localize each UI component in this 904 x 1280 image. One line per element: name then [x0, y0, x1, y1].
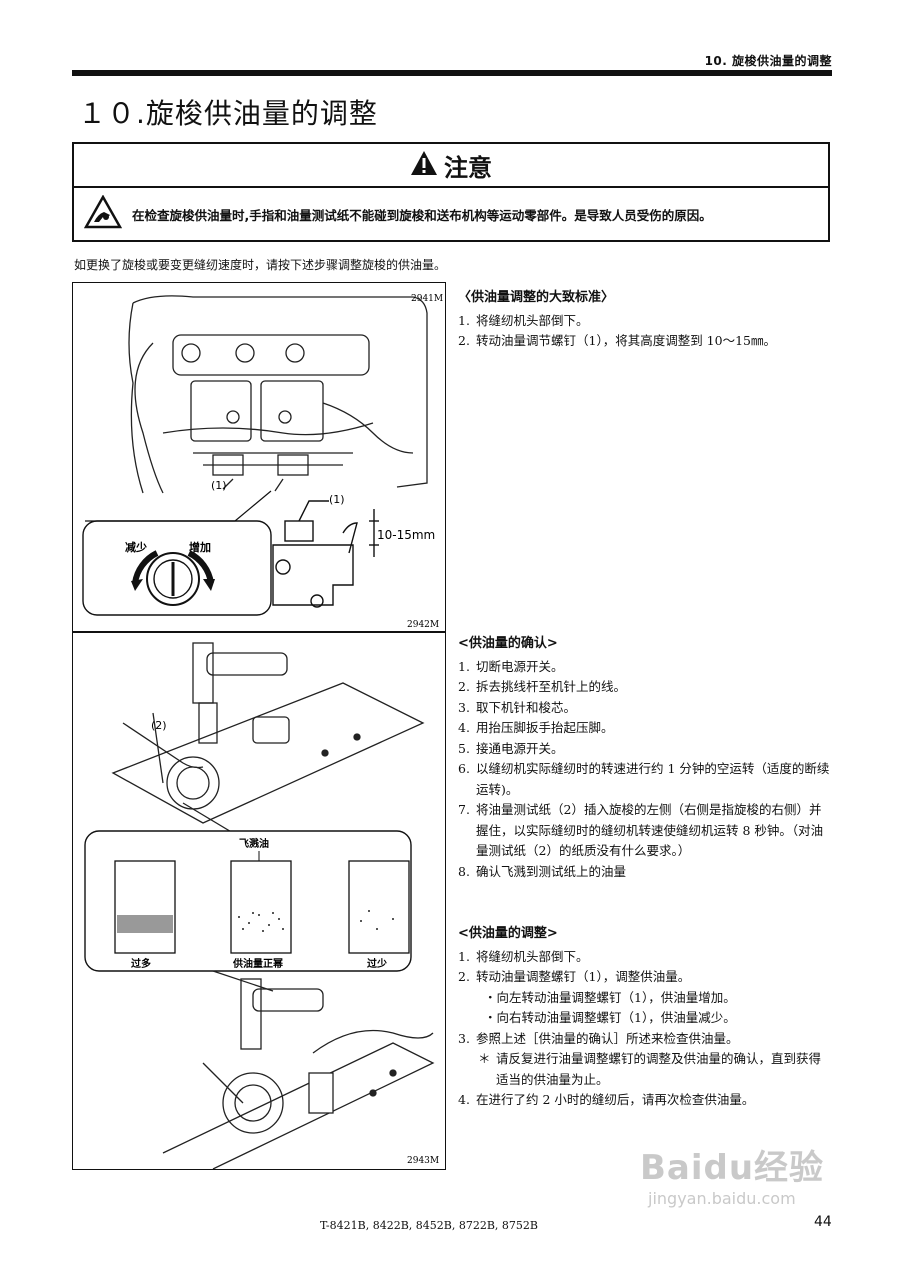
- section2-heading: <供油量的确认>: [458, 636, 558, 651]
- intro-text: 如更换了旋梭或要变更缝纫速度时，请按下述步骤调整旋梭的供油量。: [74, 258, 447, 272]
- caution-text: 在检查旋梭供油量时,手指和油量测试纸不能碰到旋梭和送布机构等运动零部件。是导致人…: [132, 207, 712, 223]
- sample-label-too-much: 过多: [131, 957, 151, 970]
- page-number: 44: [814, 1214, 832, 1230]
- list-item: 2.转动油量调节螺钉（1），将其高度调整到 10～15㎜。: [458, 333, 776, 348]
- section-oil-check: <供油量的确认> 1.切断电源开关。 2.拆去挑线杆至机针上的线。 3.取下机针…: [458, 634, 832, 882]
- test-paper-normal: [230, 860, 292, 954]
- caution-body: 在检查旋梭供油量时,手指和油量测试纸不能碰到旋梭和送布机构等运动零部件。是导致人…: [83, 192, 818, 236]
- list-item: 1.将缝纫机头部倒下。: [458, 948, 589, 964]
- figure-oil-test: (2) 飞溅油 过多 供油量正幂 过少: [72, 632, 446, 1170]
- list-item: 1.将缝纫机头部倒下。: [458, 312, 589, 328]
- dimension-label: 10-15mm: [377, 528, 435, 542]
- callout-1-top: (1): [211, 479, 227, 492]
- callout-2: (2): [151, 719, 167, 732]
- section-oil-standard: 〈供油量调整的大致标准〉 1.将缝纫机头部倒下。 2.转动油量调节螺钉（1），将…: [458, 288, 838, 352]
- test-paper-too-much: [114, 860, 176, 954]
- list-item: 2.转动油量调整螺钉（1），调整供油量。: [458, 969, 691, 984]
- list-item: 8.确认飞溅到测试纸上的油量: [458, 863, 627, 879]
- watermark-url: jingyan.baidu.com: [648, 1189, 796, 1208]
- list-item: 6.以缝纫机实际缝纫时的转速进行约 1 分钟的空运转（适度的断续运转)。: [458, 761, 830, 797]
- sample-label-normal: 供油量正幂: [232, 957, 284, 970]
- repeat-note: ＊请反复进行油量调整螺钉的调整及供油量的确认，直到获得适当的供油量为止。: [478, 1051, 822, 1087]
- caution-header: 注意: [74, 144, 828, 188]
- model-numbers: T-8421B, 8422B, 8452B, 8722B, 8752B: [320, 1219, 538, 1232]
- figure1-code-bottom: 2942M: [407, 620, 439, 630]
- running-title: 10. 旋梭供油量的调整: [704, 54, 832, 68]
- figure1-code-top: 2941M: [411, 294, 443, 304]
- list-item: 5.接通电源开关。: [458, 740, 564, 756]
- sample-label-too-little: 过少: [367, 957, 387, 970]
- dial-inset-drawing: [82, 490, 272, 616]
- list-item: 4.在进行了约 2 小时的缝纫后，请再次检查供油量。: [458, 1092, 755, 1107]
- decrease-label: 减少: [125, 540, 147, 554]
- figure-oil-screw: (1) 2941M 减少 增加 (1) 10-1: [72, 282, 446, 632]
- machine-underside-drawing: [128, 295, 428, 494]
- header-rule: [72, 70, 832, 76]
- screw-side-drawing: [272, 500, 379, 608]
- hook-area-drawing: [111, 642, 425, 854]
- hand-pinch-warning-icon: [83, 194, 123, 233]
- bullet-increase: ・向左转动油量调整螺钉（1），供油量增加。: [484, 989, 736, 1005]
- warning-triangle-icon: [410, 150, 438, 180]
- list-item: 1.切断电源开关。: [458, 658, 564, 674]
- list-item: 3.参照上述［供油量的确认］所述来检查供油量。: [458, 1030, 739, 1046]
- callout-1-side: (1): [329, 493, 345, 506]
- figure2-code: 2943M: [407, 1156, 439, 1166]
- paper-insertion-drawing: [162, 970, 435, 1169]
- caution-label: 注意: [444, 153, 492, 182]
- list-item: 7.将油量测试纸（2）插入旋梭的左侧（右侧是指旋梭的右侧）并握住，以实际缝纫时的…: [458, 802, 824, 858]
- caution-box: 注意 在检查旋梭供油量时,手指和油量测试纸不能碰到旋梭和送布机构等运动零部件。是…: [72, 142, 830, 242]
- list-item: 4.用抬压脚扳手抬起压脚。: [458, 720, 614, 735]
- baidu-watermark: Baidu经验 jingyan.baidu.com: [640, 1140, 824, 1208]
- list-item: 2.拆去挑线杆至机针上的线。: [458, 679, 627, 694]
- section1-heading: 〈供油量调整的大致标准〉: [458, 290, 615, 305]
- increase-label: 增加: [189, 540, 211, 554]
- section3-heading: <供油量的调整>: [458, 926, 558, 941]
- bullet-decrease: ・向右转动油量调整螺钉（1），供油量减少。: [484, 1010, 736, 1025]
- spray-label: 飞溅油: [239, 837, 269, 850]
- page-title: １０.旋梭供油量的调整: [78, 97, 378, 130]
- test-paper-too-little: [348, 860, 410, 954]
- list-item: 3.取下机针和梭芯。: [458, 699, 577, 715]
- watermark-brand: Baidu经验: [640, 1148, 825, 1188]
- section-oil-adjust: <供油量的调整> 1.将缝纫机头部倒下。 2.转动油量调整螺钉（1），调整供油量…: [458, 924, 832, 1111]
